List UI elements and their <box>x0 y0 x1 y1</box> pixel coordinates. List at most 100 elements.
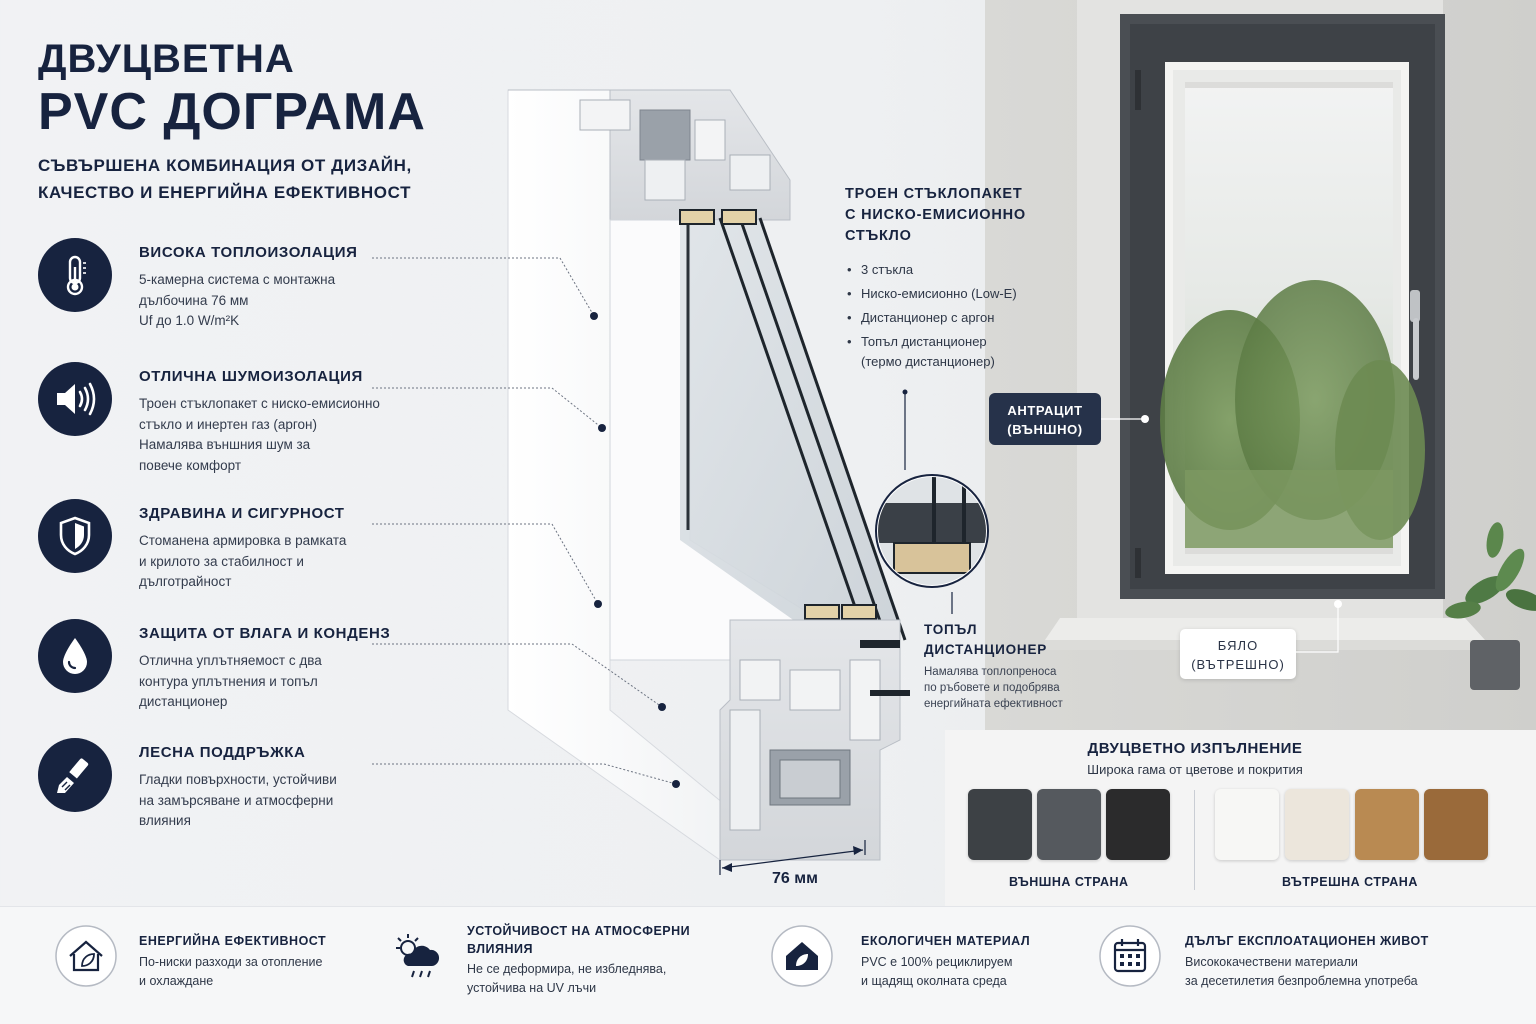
outer-swatch-dark-wood[interactable] <box>1106 789 1170 860</box>
feature-line: дълбочина 76 мм <box>139 292 249 308</box>
subtitle-line2: КАЧЕСТВО И ЕНЕРГИЙНА ЕФЕКТИВНОСТ <box>38 183 412 202</box>
tag-line: БЯЛО <box>1217 638 1259 653</box>
eco-house-icon <box>771 925 833 987</box>
feature-description: Отлична уплътняемост с два контура уплът… <box>139 651 409 713</box>
color-options-panel: ДВУЦВЕТНО ИЗПЪЛНЕНИЕ Широка гама от цвет… <box>945 730 1536 906</box>
feature-line: влияния <box>139 813 191 828</box>
triple-glazing-list: 3 стъкла Ниско-емисионно (Low-E) Дистанц… <box>846 258 1017 374</box>
feature-title: ЗАЩИТА ОТ ВЛАГА И КОНДЕНЗ <box>139 625 391 642</box>
subtitle-line1: СЪВЪРШЕНА КОМБИНАЦИЯ ОТ ДИЗАЙН, <box>38 156 412 175</box>
feature-line: Отлична уплътняемост с два <box>139 653 322 668</box>
paint-brush-icon <box>38 738 112 812</box>
feature-line: Стоманена армировка в рамката <box>139 533 347 548</box>
title-line: ТРОЕН СТЪКЛОПАКЕТ <box>845 186 1023 202</box>
benefit-title: ДЪЛЪГ ЕКСПЛОАТАЦИОНЕН ЖИВОТ <box>1185 934 1429 948</box>
spacer-detail-callout <box>875 474 989 588</box>
tag-line: АНТРАЦИТ <box>1007 403 1083 418</box>
inner-swatch-walnut[interactable] <box>1424 789 1488 860</box>
feature-easy-maintenance: ЛЕСНА ПОДДРЪЖКА Гладки повърхности, усто… <box>38 738 418 858</box>
list-item: Ниско-емисионно (Low-E) <box>846 282 1017 306</box>
tag-line: (ВЪНШНО) <box>1007 422 1083 437</box>
feature-line: Uf до 1.0 W/m²K <box>139 313 240 328</box>
window-illustration <box>985 0 1536 730</box>
white-inner-tag: БЯЛО (ВЪТРЕШНО) <box>1180 629 1296 679</box>
desc-line: Висококачествени материали <box>1185 955 1358 969</box>
desc-line: Намалява топлопреноса <box>924 666 1057 678</box>
colors-divider <box>1194 790 1195 890</box>
feature-line: дистанционер <box>139 694 228 709</box>
feature-line: повече комфорт <box>139 457 242 473</box>
triple-glazing-title: ТРОЕН СТЪКЛОПАКЕТ С НИСКО-ЕМИСИОННО СТЪК… <box>845 184 1026 247</box>
shield-icon <box>38 499 112 573</box>
title-line: СТЪКЛО <box>845 228 912 244</box>
tag-line: (ВЪТРЕШНО) <box>1191 657 1285 672</box>
feature-title: ЛЕСНА ПОДДРЪЖКА <box>139 744 306 761</box>
outer-swatch-gray[interactable] <box>1037 789 1101 860</box>
feature-moisture-protection: ЗАЩИТА ОТ ВЛАГА И КОНДЕНЗ Отлична уплътн… <box>38 619 418 739</box>
feature-line: дълготрайност <box>139 574 232 589</box>
feature-line: на замърсяване и атмосферни <box>139 792 334 808</box>
colors-subtitle: Широка гама от цветове и покрития <box>1087 762 1303 777</box>
sun-cloud-rain-icon <box>396 934 440 978</box>
benefit-long-lifespan: ДЪЛЪГ ЕКСПЛОАТАЦИОНЕН ЖИВОТ Висококачест… <box>1098 907 1518 1024</box>
list-item-continuation: (термо дистанционер) <box>861 354 995 369</box>
feature-title: ВИСОКА ТОПЛОИЗОЛАЦИЯ <box>139 244 358 261</box>
feature-line: Троен стъклопакет с ниско-емисионно <box>139 396 380 411</box>
title-line: УСТОЙЧИВОСТ НА АТМОСФЕРНИ <box>467 924 691 938</box>
page-title-line1: ДВУЦВЕТНА <box>38 37 295 81</box>
benefit-title: УСТОЙЧИВОСТ НА АТМОСФЕРНИ ВЛИЯНИЯ <box>467 922 690 958</box>
feature-line: 5-камерна система с монтажна <box>139 272 336 287</box>
feature-line: стъкло и инертен газ (аргон) <box>139 416 317 432</box>
title-line: ВЛИЯНИЯ <box>467 942 533 956</box>
desc-line: Не се деформира, не избледнява, <box>467 962 667 976</box>
bottom-benefits-bar: ЕНЕРГИЙНА ЕФЕКТИВНОСТ По-ниски разходи з… <box>0 906 1536 1024</box>
benefit-title: ЕКОЛОГИЧЕН МАТЕРИАЛ <box>861 934 1031 948</box>
water-drop-icon <box>38 619 112 693</box>
house-leaf-icon <box>55 925 117 987</box>
feature-description: Стоманена армировка в рамката и крилото … <box>139 531 409 593</box>
benefit-title: ЕНЕРГИЙНА ЕФЕКТИВНОСТ <box>139 934 327 948</box>
speaker-icon <box>38 362 112 436</box>
desc-line: и охлаждане <box>139 974 214 988</box>
feature-description: Гладки повърхности, устойчиви на замърся… <box>139 770 409 832</box>
title-line: С НИСКО-ЕМИСИОННО <box>845 207 1026 223</box>
outer-side-label: ВЪНШНА СТРАНА <box>1009 875 1129 889</box>
list-item: Дистанционер с аргон <box>846 306 1017 330</box>
desc-line: по ръбовете и подобрява <box>924 682 1060 694</box>
feature-description: Троен стъклопакет с ниско-емисионно стък… <box>139 394 409 476</box>
feature-line: Намалява външния шум за <box>139 437 311 452</box>
profile-depth-label: 76 мм <box>772 870 818 887</box>
desc-line: устойчива на UV лъчи <box>467 981 597 995</box>
page-subtitle: СЪВЪРШЕНА КОМБИНАЦИЯ ОТ ДИЗАЙН, КАЧЕСТВО… <box>38 152 458 206</box>
list-item: Топъл дистанционер <box>846 330 1017 354</box>
feature-title: ЗДРАВИНА И СИГУРНОСТ <box>139 505 345 522</box>
desc-line: енергийната ефективност <box>924 698 1063 710</box>
warm-spacer-title: ТОПЪЛ ДИСТАНЦИОНЕР <box>924 620 1047 660</box>
warm-spacer-description: Намалява топлопреноса по ръбовете и подо… <box>924 664 1063 712</box>
feature-strength-security: ЗДРАВИНА И СИГУРНОСТ Стоманена армировка… <box>38 499 418 619</box>
page-title-line2: PVC ДОГРАМА <box>38 83 426 141</box>
benefit-description: По-ниски разходи за отопление и охлаждан… <box>139 953 322 991</box>
feature-description: 5-камерна система с монтажна дълбочина 7… <box>139 270 409 332</box>
feature-line: Гладки повърхности, устойчиви <box>139 772 337 787</box>
inner-swatch-golden-oak[interactable] <box>1355 789 1419 860</box>
window-photo <box>985 0 1536 730</box>
calendar-icon <box>1099 925 1161 987</box>
outer-swatch-anthracite[interactable] <box>968 789 1032 860</box>
feature-line: и крилото за стабилност и <box>139 553 304 569</box>
inner-swatch-white[interactable] <box>1215 789 1279 860</box>
title-line: ТОПЪЛ <box>924 622 978 637</box>
desc-line: за десетилетия безпроблемна употреба <box>1185 974 1418 988</box>
title-line: ДИСТАНЦИОНЕР <box>924 642 1048 657</box>
desc-line: и щадящ околната среда <box>861 974 1007 988</box>
page-title: ДВУЦВЕТНА PVC ДОГРАМА <box>38 36 426 142</box>
benefit-energy-efficiency: ЕНЕРГИЙНА ЕФЕКТИВНОСТ По-ниски разходи з… <box>54 907 374 1024</box>
benefit-weather-resistance: УСТОЙЧИВОСТ НА АТМОСФЕРНИ ВЛИЯНИЯ Не се … <box>384 907 724 1024</box>
benefit-description: Не се деформира, не избледнява, устойчив… <box>467 960 666 998</box>
thermometer-icon <box>38 238 112 312</box>
list-item: 3 стъкла <box>846 258 1017 282</box>
feature-title: ОТЛИЧНА ШУМОИЗОЛАЦИЯ <box>139 368 363 385</box>
feature-sound-insulation: ОТЛИЧНА ШУМОИЗОЛАЦИЯ Троен стъклопакет с… <box>38 362 418 482</box>
desc-line: По-ниски разходи за отопление <box>139 955 323 969</box>
inner-swatch-cream[interactable] <box>1285 789 1349 860</box>
